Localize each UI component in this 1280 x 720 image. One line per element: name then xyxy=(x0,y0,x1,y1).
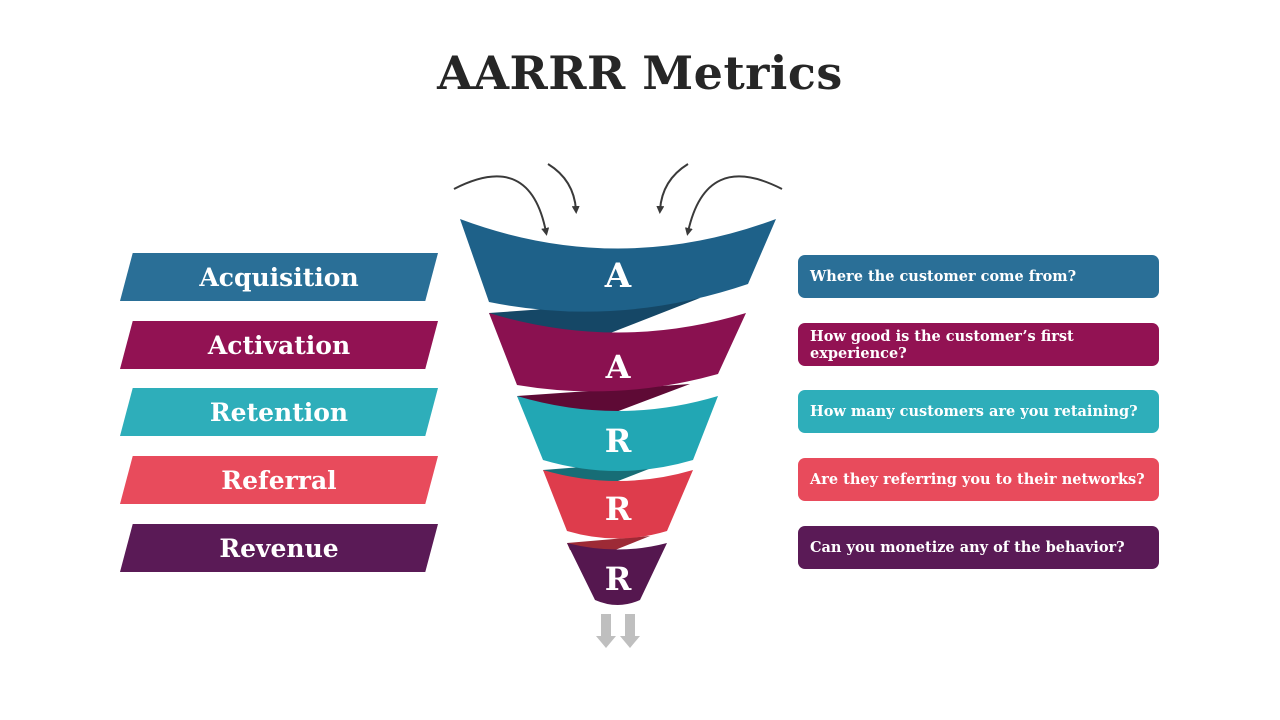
question-box-referral: Are they referring you to their networks… xyxy=(798,458,1159,501)
question-text: Where the customer come from? xyxy=(810,268,1077,285)
question-box-acquisition: Where the customer come from? xyxy=(798,255,1159,298)
question-box-activation: How good is the customer’s first experie… xyxy=(798,323,1159,366)
down-arrow-icon xyxy=(596,614,616,648)
incoming-arrow-icon xyxy=(684,175,783,236)
funnel-band-retention xyxy=(517,396,718,471)
stage-label-referral: Referral xyxy=(120,456,438,504)
stage-label-acquisition: Acquisition xyxy=(120,253,438,301)
down-arrow-icon xyxy=(620,614,640,648)
question-text: Can you monetize any of the behavior? xyxy=(810,539,1125,556)
funnel-letter: R xyxy=(605,490,632,528)
funnel-letter: A xyxy=(604,256,632,296)
question-box-retention: How many customers are you retaining? xyxy=(798,390,1159,433)
funnel-letter: A xyxy=(605,348,632,386)
stage-label-text: Activation xyxy=(207,330,351,360)
funnel-band-referral xyxy=(543,470,693,539)
question-text: Are they referring you to their networks… xyxy=(810,471,1145,488)
question-box-revenue: Can you monetize any of the behavior? xyxy=(798,526,1159,569)
incoming-arrow-icon xyxy=(547,163,580,214)
incoming-arrow-icon xyxy=(656,163,689,214)
funnel-letter: R xyxy=(605,422,632,460)
stage-label-text: Retention xyxy=(209,397,349,427)
stage-label-retention: Retention xyxy=(120,388,438,436)
funnel-band-activation xyxy=(489,313,746,392)
stage-label-text: Acquisition xyxy=(199,262,359,292)
question-text: How many customers are you retaining? xyxy=(810,403,1138,420)
funnel-letter: R xyxy=(605,560,632,598)
page-title: AARRR Metrics xyxy=(437,46,843,100)
stage-label-activation: Activation xyxy=(120,321,438,369)
funnel-band-acquisition xyxy=(460,219,776,312)
question-text: How good is the customer’s first experie… xyxy=(810,327,1074,362)
stage-label-text: Revenue xyxy=(219,533,339,563)
stage-label-revenue: Revenue xyxy=(120,524,438,572)
stage-label-text: Referral xyxy=(221,465,337,495)
incoming-arrow-icon xyxy=(453,175,550,236)
funnel-band-revenue xyxy=(567,543,667,605)
